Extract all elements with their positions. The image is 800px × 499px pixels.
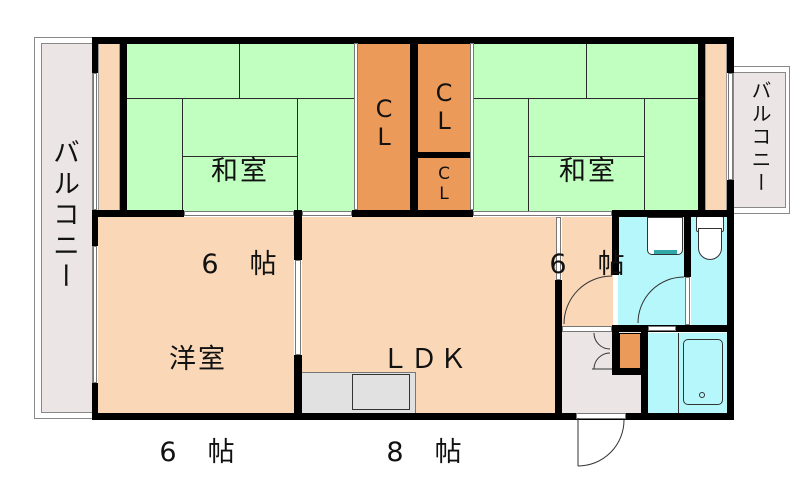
washing-machine-panel	[654, 250, 677, 254]
entrance-door-frame	[576, 413, 626, 419]
room-yoshitsu	[98, 217, 294, 413]
washing-machine	[647, 217, 683, 255]
wall	[727, 210, 734, 420]
hallway	[562, 217, 613, 327]
wall	[294, 210, 302, 260]
closet-mid-upper-label: C L	[435, 79, 453, 135]
wall	[727, 180, 734, 215]
wall	[641, 325, 648, 420]
wall	[410, 37, 418, 217]
balcony-right-label: バルコニー	[748, 80, 772, 195]
shoe-closet	[619, 333, 641, 370]
ldk-label: ＬＤＫ 8 帖	[381, 344, 469, 469]
wall	[698, 37, 705, 217]
wall	[727, 37, 734, 73]
wall	[92, 210, 98, 246]
closet-mid-upper	[418, 43, 470, 153]
washitsu-left-label: 和室 6 帖	[201, 156, 279, 281]
yoshitsu-label: 洋室 6 帖	[159, 344, 237, 469]
toilet-bowl	[698, 228, 722, 260]
utility-strip	[648, 333, 678, 413]
wall	[684, 217, 691, 277]
hall-strip-right	[705, 43, 727, 213]
closet-left-label: C L	[375, 95, 393, 151]
wall	[640, 413, 734, 420]
closet-mid-lower	[418, 158, 470, 213]
bathroom	[678, 333, 727, 413]
wall	[294, 355, 302, 420]
wall	[410, 152, 473, 158]
bathtub	[683, 339, 723, 405]
balcony-right	[733, 72, 786, 208]
hall-door-swing	[563, 275, 613, 325]
entrance-door-swing	[577, 418, 625, 467]
wall	[92, 37, 98, 73]
kitchen-sink	[352, 374, 410, 410]
bathtub-drain	[699, 392, 705, 398]
closet-door-swing	[592, 333, 612, 370]
balcony-left-label: バルコニー	[48, 138, 80, 293]
wall	[92, 210, 184, 217]
hall-strip-left	[98, 43, 120, 213]
wall	[92, 383, 98, 420]
wall	[612, 325, 619, 375]
balcony-left	[41, 43, 93, 413]
wall	[648, 325, 734, 332]
wall	[612, 210, 619, 275]
wall	[612, 368, 648, 375]
room-washitsu-left	[126, 43, 354, 213]
wall	[612, 325, 648, 332]
washitsu-right-label: 和室 6 帖	[549, 156, 627, 281]
wall	[612, 210, 734, 217]
wall	[92, 413, 645, 420]
closet-mid-lower-label: C L	[438, 164, 450, 204]
room-washitsu-right	[473, 43, 703, 213]
wall	[120, 37, 127, 217]
closet-left	[358, 43, 410, 213]
washroom-door-swing	[637, 276, 685, 324]
wall	[555, 280, 562, 420]
